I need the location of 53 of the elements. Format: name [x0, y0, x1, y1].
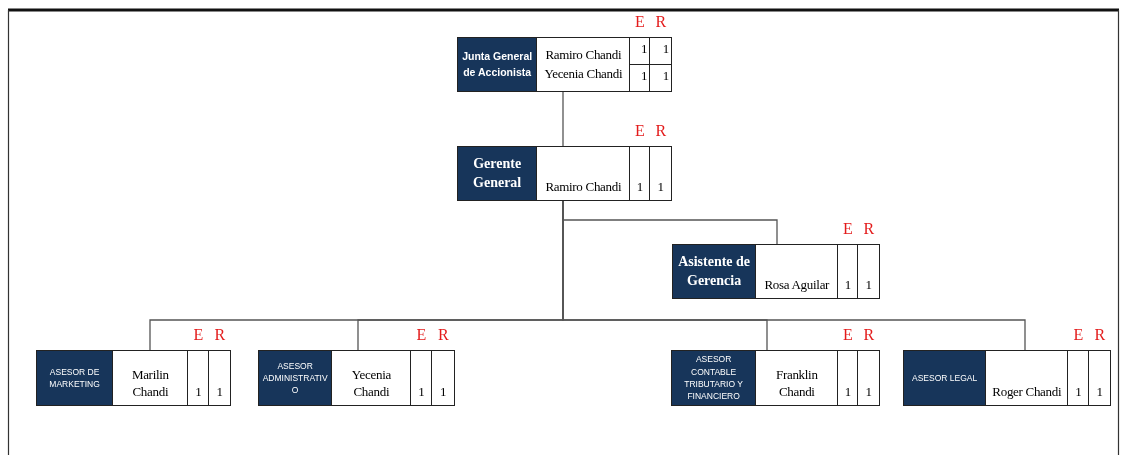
job-title: ASESOR DE MARKETING: [37, 351, 114, 405]
connector-line: [562, 91, 564, 147]
position-box: [36, 350, 231, 406]
column-header: E: [416, 326, 427, 344]
job-title: ASESOR LEGAL: [904, 351, 987, 405]
count-value: 1: [1075, 384, 1082, 401]
person-name: Yecenia Chandi: [544, 65, 623, 83]
count-value: 1: [641, 40, 648, 58]
person-name: Roger Chandi: [992, 384, 1062, 401]
count-value: 1: [662, 40, 669, 58]
count-value: 1: [657, 179, 664, 196]
job-title: ASESOR ADMINISTRATIV O: [259, 351, 333, 405]
job-title: Junta General de Accionista: [458, 38, 538, 91]
column-header: E: [843, 220, 853, 238]
column-header: R: [863, 326, 875, 344]
count-value: 1: [1096, 384, 1103, 401]
count-value: 1: [195, 384, 202, 401]
column-header: R: [438, 326, 449, 344]
count-value: 1: [844, 277, 851, 294]
count-value: 1: [636, 179, 643, 196]
count-value: 1: [440, 384, 447, 401]
position-box: [672, 244, 880, 299]
column-header: E: [843, 326, 853, 344]
column-header: R: [1094, 326, 1106, 344]
position-box: [258, 350, 455, 406]
position-box: [903, 350, 1111, 406]
column-header: R: [655, 122, 667, 140]
column-header: R: [214, 326, 226, 344]
job-title: Gerente General: [458, 147, 538, 200]
column-header: E: [635, 13, 645, 31]
person-name: Ramiro Chandi: [545, 46, 622, 64]
person-name: Rosa Aguilar: [764, 277, 830, 294]
position-box: [457, 146, 672, 201]
person-name: Ramiro Chandi: [545, 179, 622, 196]
column-header: E: [635, 122, 645, 140]
count-value: 1: [662, 67, 669, 85]
count-value: 1: [216, 384, 223, 401]
count-value: 1: [865, 384, 872, 401]
job-title: ASESOR CONTABLE TRIBUTARIO Y FINANCIERO: [672, 351, 757, 405]
column-header: E: [193, 326, 204, 344]
count-value: 1: [641, 67, 648, 85]
count-value: 1: [418, 384, 425, 401]
job-title: Asistente de Gerencia: [673, 245, 757, 298]
column-header: R: [863, 220, 875, 238]
position-box: [671, 350, 880, 406]
position-box: [457, 37, 672, 92]
count-value: 1: [865, 277, 872, 294]
person-name: Yecenia Chandi: [350, 367, 392, 401]
column-header: R: [655, 13, 667, 31]
person-name: Marilin Chandi: [130, 367, 170, 401]
column-header: E: [1073, 326, 1084, 344]
count-value: 1: [844, 384, 851, 401]
person-name: Franklin Chandi: [774, 367, 819, 401]
